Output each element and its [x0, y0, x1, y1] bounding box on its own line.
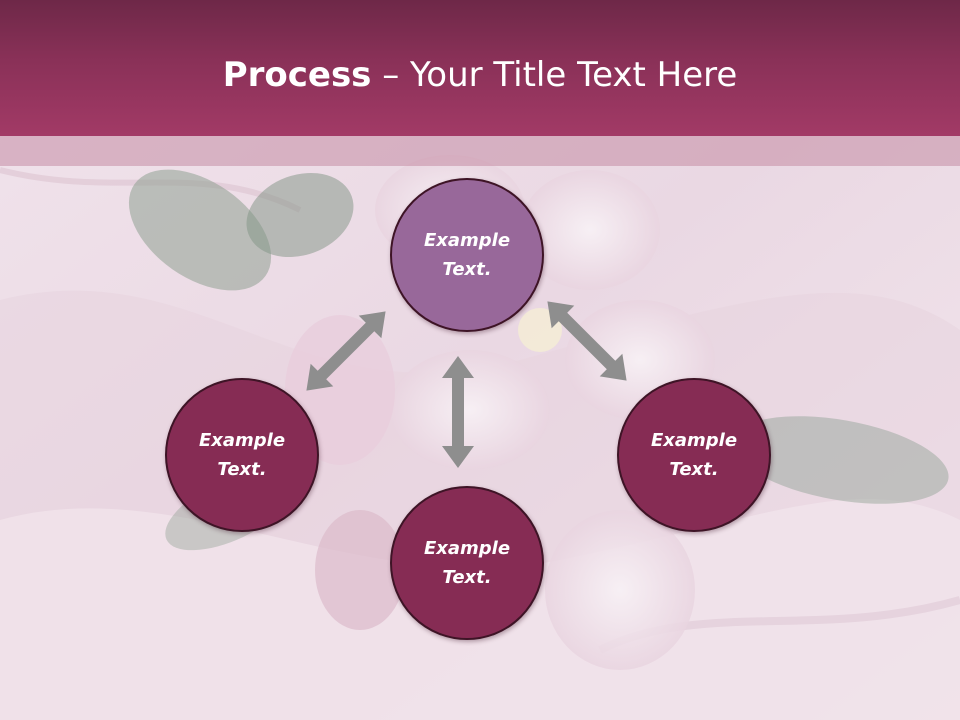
slide-title[interactable]: Process – Your Title Text Here — [0, 52, 960, 98]
node-text-line1: Example — [423, 538, 511, 559]
node-text-line2: Text. — [669, 459, 719, 480]
node-text-line2: Text. — [442, 259, 492, 280]
process-node-left[interactable]: Example Text. — [165, 378, 319, 532]
slide-title-bold: Process — [222, 55, 372, 95]
node-text-line2: Text. — [442, 567, 492, 588]
process-node-right[interactable]: Example Text. — [617, 378, 771, 532]
node-text-line1: Example — [423, 230, 511, 251]
double-arrow-icon — [442, 356, 474, 468]
title-bar — [0, 0, 960, 136]
double-arrow-icon — [295, 300, 397, 402]
process-node-bottom[interactable]: Example Text. — [390, 486, 544, 640]
node-text-line1: Example — [198, 430, 286, 451]
slide-title-rest: – Your Title Text Here — [371, 55, 738, 95]
process-node-top[interactable]: Example Text. — [390, 178, 544, 332]
double-arrow-icon — [536, 290, 638, 392]
node-text-line2: Text. — [217, 459, 267, 480]
title-bar-band — [0, 136, 960, 166]
node-text-line1: Example — [650, 430, 738, 451]
